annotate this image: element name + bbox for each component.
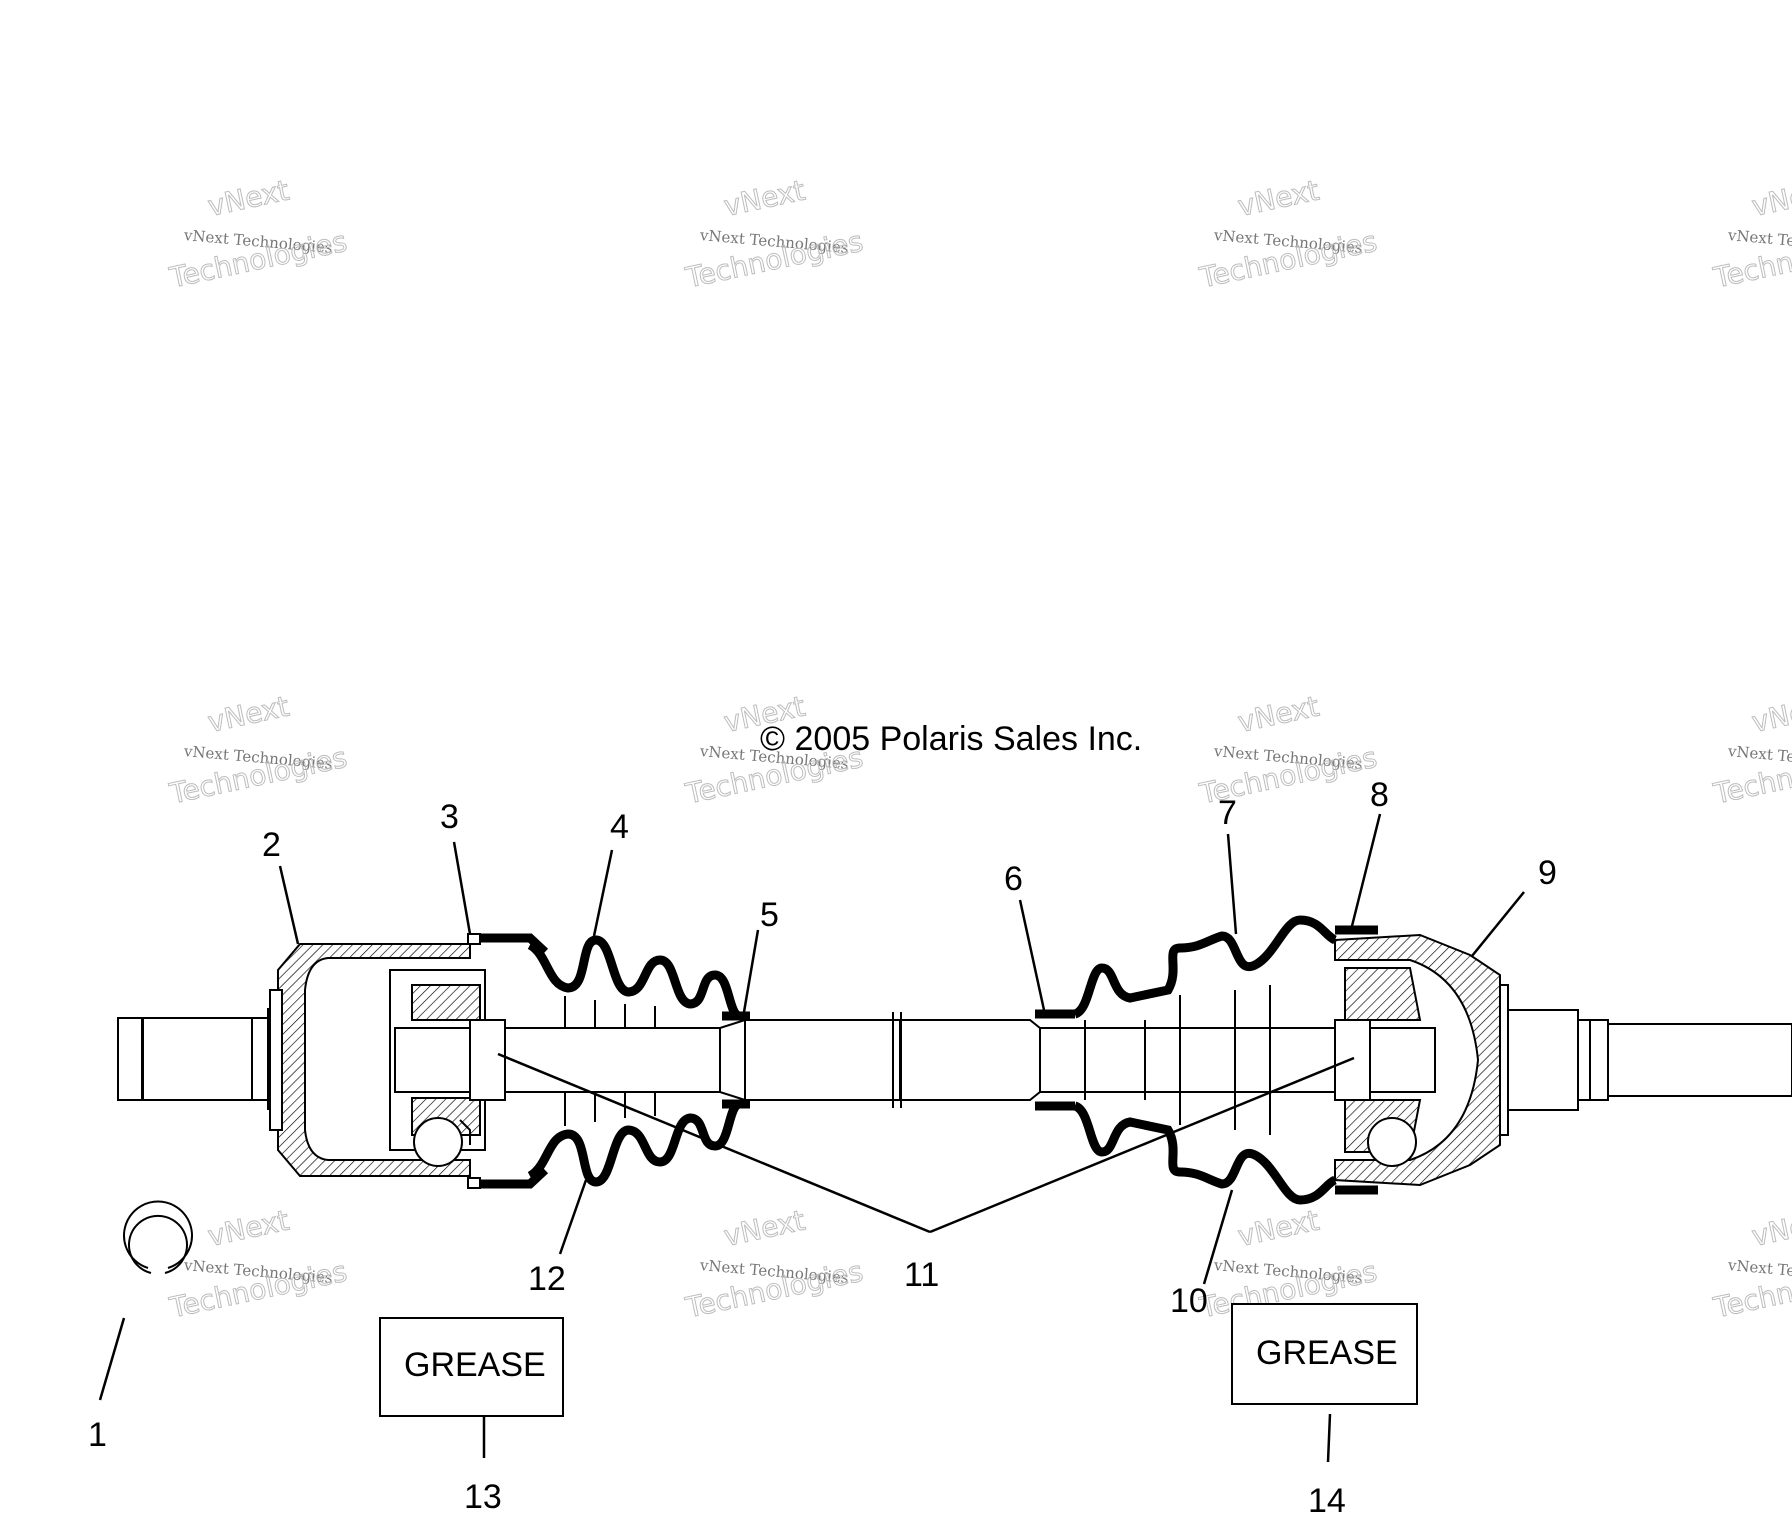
callout-11: 11 [904, 1256, 939, 1294]
watermark: vNext vNext Technologies Technologies [1196, 173, 1381, 295]
svg-text:vNext: vNext [1235, 174, 1322, 223]
grease-box-14: GREASE [1231, 1303, 1418, 1405]
grease-label: GREASE [1256, 1334, 1398, 1372]
callout-10: 10 [1170, 1282, 1208, 1320]
snap-ring-part [123, 1200, 193, 1274]
watermark: vNext vNext Technologies Technologies [166, 689, 351, 811]
callout-8: 8 [1370, 776, 1389, 814]
callout-3: 3 [440, 798, 459, 836]
watermark: vNext vNext Technologies Technologies [1710, 1203, 1792, 1325]
left-small-clamp [722, 1011, 750, 1109]
watermark: vNext vNext Technologies Technologies [166, 173, 351, 295]
callout-labels: 1 2 3 4 5 6 7 8 9 10 11 12 13 14 [88, 776, 1557, 1520]
leader-lines [98, 813, 1525, 1463]
left-cv-inner [389, 969, 486, 1167]
watermark: vNext vNext Technologies Technologies [682, 1203, 867, 1325]
callout-5: 5 [760, 896, 779, 934]
callout-13: 13 [464, 1478, 502, 1516]
svg-text:vNext: vNext [1235, 690, 1322, 739]
svg-text:vNext: vNext [205, 1204, 292, 1253]
callout-6: 6 [1004, 860, 1023, 898]
driveshaft-assembly [117, 915, 1792, 1205]
watermark: vNext vNext Technologies Technologies [1196, 689, 1381, 811]
right-stub-shaft [1507, 1009, 1792, 1111]
callout-12: 12 [528, 1260, 566, 1298]
watermark: vNext vNext Technologies Technologies [1710, 689, 1792, 811]
svg-text:vNext: vNext [1749, 174, 1792, 223]
svg-text:vNext: vNext [205, 690, 292, 739]
callout-1: 1 [88, 1416, 107, 1454]
callout-2: 2 [262, 826, 281, 864]
left-stub-shaft [117, 1008, 269, 1110]
svg-text:vNext: vNext [1749, 690, 1792, 739]
right-boot [1072, 915, 1338, 1205]
grease-box-13: GREASE [379, 1317, 564, 1417]
svg-text:vNext: vNext [721, 174, 808, 223]
svg-text:vNext: vNext [721, 1204, 808, 1253]
watermark: vNext vNext Technologies Technologies [682, 173, 867, 295]
svg-text:vNext: vNext [205, 174, 292, 223]
grease-label: GREASE [404, 1346, 546, 1384]
main-shaft [394, 1012, 1436, 1108]
callout-9: 9 [1538, 854, 1557, 892]
copyright-text: © 2005 Polaris Sales Inc. [760, 720, 1142, 758]
right-small-clamp [1035, 1009, 1075, 1111]
callout-4: 4 [610, 808, 629, 846]
right-large-clamp [1335, 925, 1378, 1195]
callout-14: 14 [1308, 1482, 1346, 1520]
svg-text:vNext: vNext [1749, 1204, 1792, 1253]
left-cv-housing [269, 943, 471, 1177]
svg-text:vNext: vNext [1235, 1204, 1322, 1253]
watermark: vNext vNext Technologies Technologies [166, 1203, 351, 1325]
watermark: vNext vNext Technologies Technologies [1710, 173, 1792, 295]
right-cv-housing [1334, 933, 1509, 1187]
callout-7: 7 [1218, 794, 1237, 832]
